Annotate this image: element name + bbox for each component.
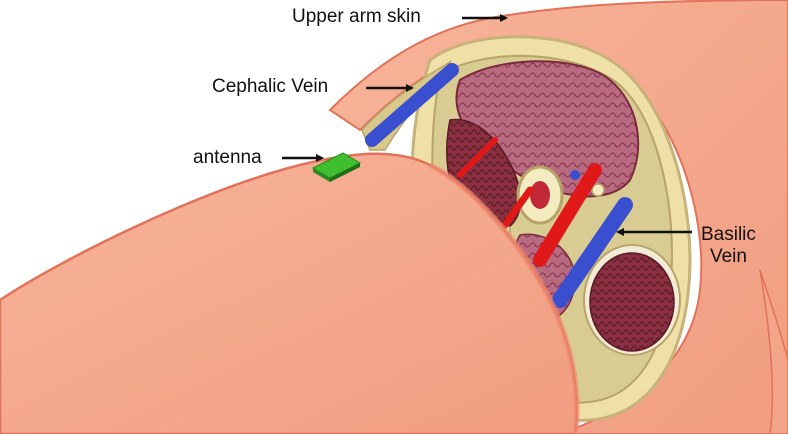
cephalic-vein-label: Cephalic Vein xyxy=(212,76,328,98)
basilic-vein-label: Basilic Vein xyxy=(701,224,756,268)
antenna-label: antenna xyxy=(193,147,262,169)
upper-arm-skin-label: Upper arm skin xyxy=(292,6,421,28)
basilic-vein-label-line1: Basilic xyxy=(701,224,756,246)
basilic-vein-label-line2: Vein xyxy=(701,246,756,268)
